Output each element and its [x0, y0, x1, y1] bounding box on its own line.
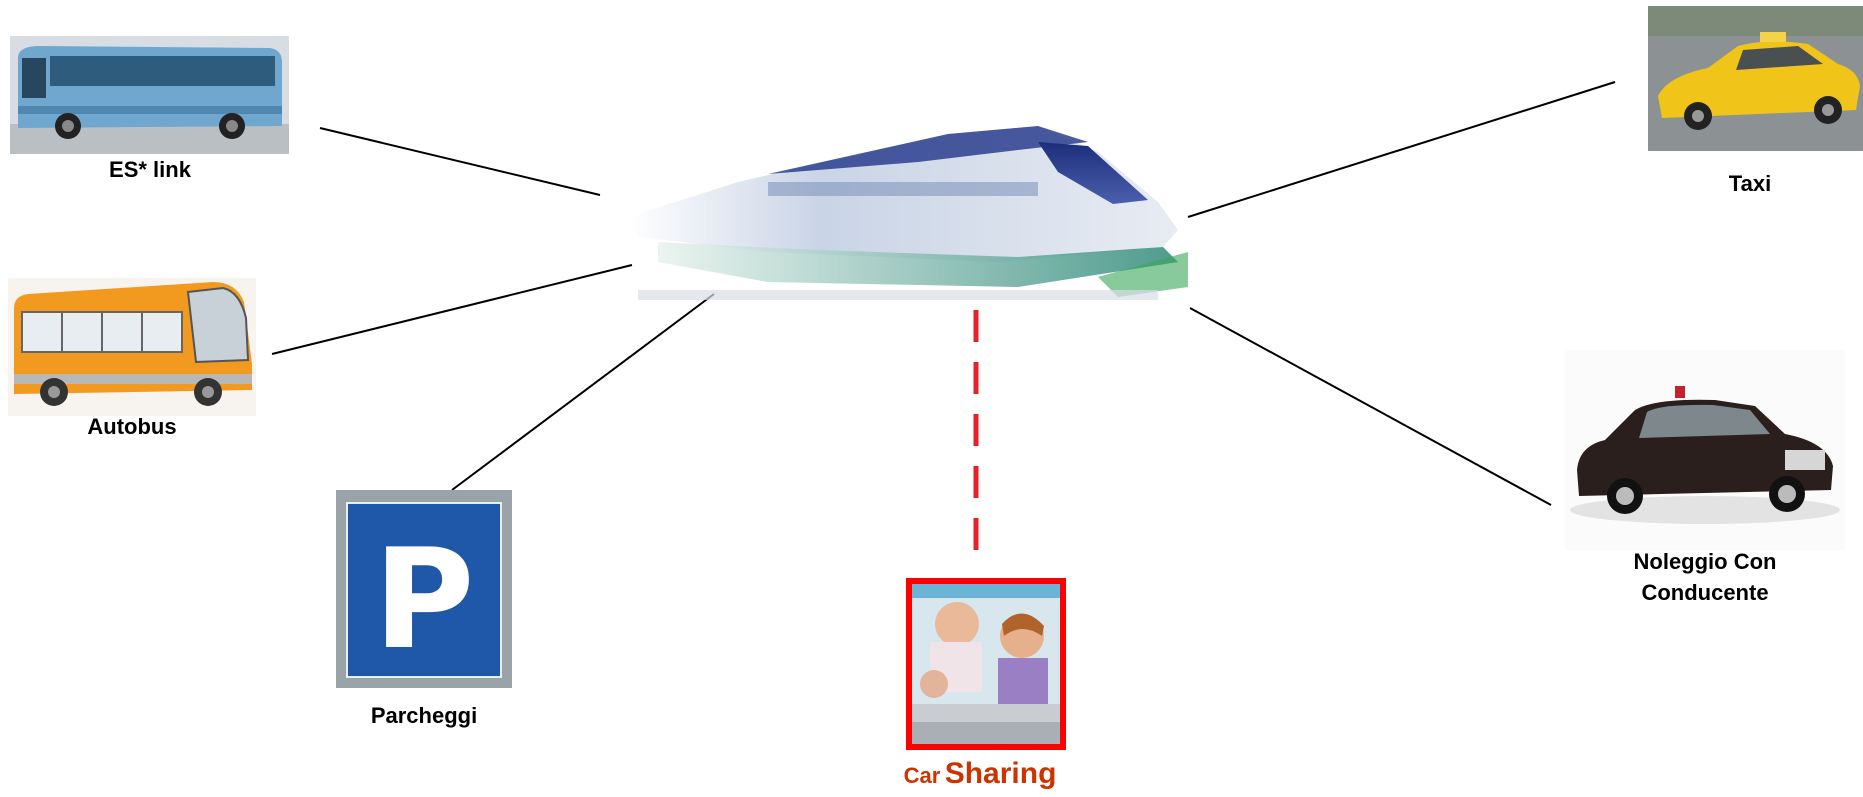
ncc-label: Noleggio Con Conducente	[1580, 546, 1830, 608]
high-speed-train-icon	[628, 126, 1188, 300]
coach-bus-icon	[10, 36, 289, 154]
taxi-image	[1648, 6, 1863, 151]
city-bus-icon	[8, 278, 256, 416]
line-es-link	[319, 127, 601, 196]
parcheggi-sign-image: P	[336, 490, 512, 688]
parking-sign-board	[346, 502, 502, 678]
parking-p-icon: P	[373, 519, 475, 680]
ncc-label-line1: Noleggio Con	[1633, 549, 1777, 574]
es-link-label: ES* link	[109, 157, 191, 182]
line-autobus	[271, 264, 633, 355]
autobus-image	[8, 278, 256, 416]
ncc-limousine-image	[1565, 350, 1845, 550]
people-in-car-icon	[912, 584, 1060, 744]
line-taxi	[1187, 81, 1616, 218]
line-parcheggi	[451, 293, 715, 491]
car-sharing-label-small: Car	[903, 763, 941, 788]
parcheggi-label: Parcheggi	[370, 703, 478, 728]
autobus-label: Autobus	[87, 414, 177, 439]
limousine-icon	[1565, 350, 1845, 550]
yellow-taxi-icon	[1648, 6, 1863, 151]
high-speed-train-image	[618, 112, 1188, 312]
es-link-bus-image	[10, 36, 289, 154]
taxi-label: Taxi	[1728, 171, 1772, 196]
line-ncc	[1189, 307, 1552, 506]
car-sharing-label-large: Sharing	[944, 757, 1057, 790]
car-sharing-image	[906, 578, 1066, 750]
car-sharing-label: Car Sharing	[880, 756, 1080, 797]
ncc-label-line2: Conducente	[1641, 580, 1769, 605]
